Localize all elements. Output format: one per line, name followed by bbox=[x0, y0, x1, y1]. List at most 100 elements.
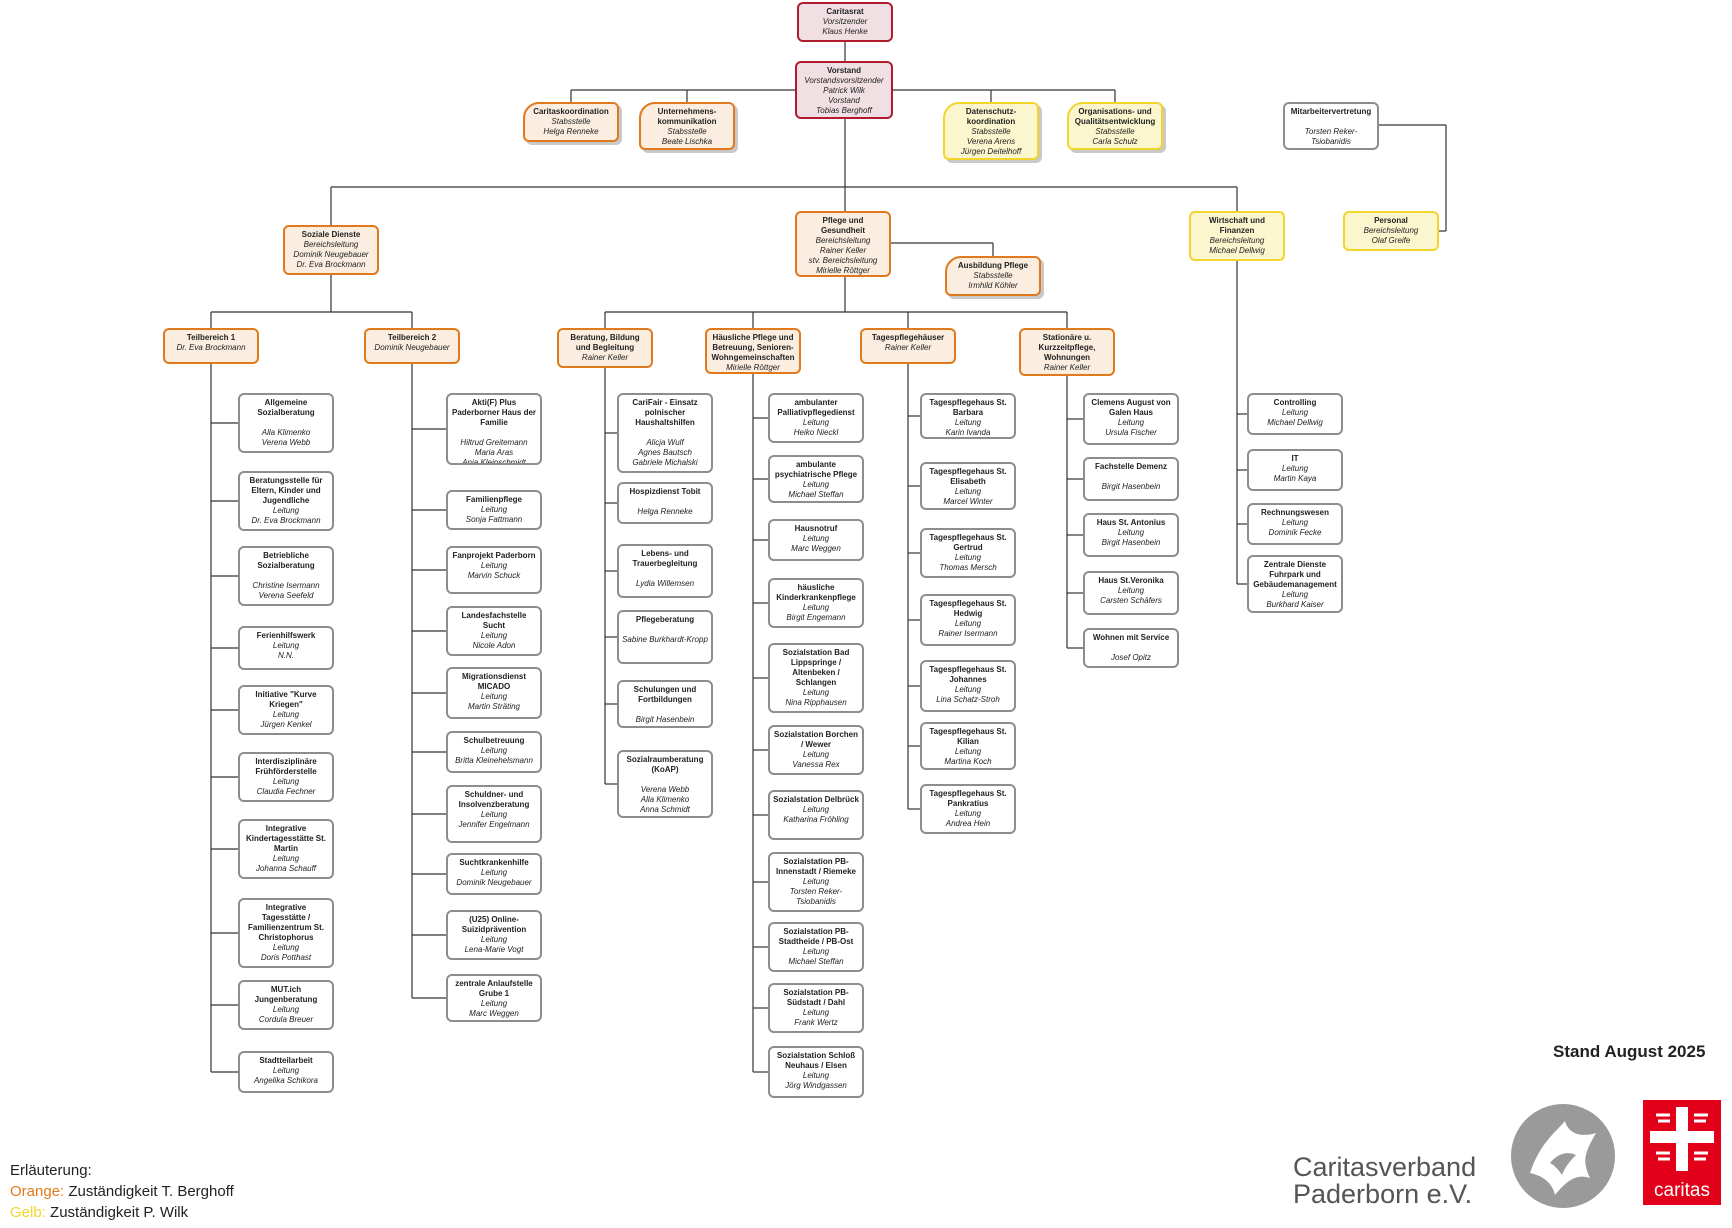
node-title: Clemens August von Galen Haus bbox=[1091, 398, 1171, 417]
node-detail: Birgit Hasenbein bbox=[635, 715, 695, 724]
node-detail: Leitung bbox=[480, 505, 508, 514]
node-detail: Leitung bbox=[802, 750, 830, 759]
node-detail: Leitung bbox=[802, 877, 830, 886]
node-title: Tagespflegehaus St. Barbara bbox=[929, 398, 1007, 417]
node-detail: Stabsstelle bbox=[551, 117, 591, 126]
node-detail: Jürgen Kenkel bbox=[260, 720, 312, 729]
node-detail: Vorstand bbox=[828, 96, 860, 105]
node-detail: Nina Ripphausen bbox=[785, 698, 847, 707]
node-detail: Leitung bbox=[802, 534, 830, 543]
node-title: Sozialstation Delbrück bbox=[773, 795, 859, 804]
node-title: Tagespflegehaus St. Johannes bbox=[929, 665, 1007, 684]
node-detail: Alla Klimenko bbox=[640, 795, 690, 804]
node-detail: Andrea Hein bbox=[945, 819, 991, 828]
node-detail: Verena Webb bbox=[261, 438, 311, 447]
node-title: Wirtschaft und Finanzen bbox=[1209, 216, 1265, 235]
node-detail: Leitung bbox=[480, 810, 508, 819]
node-title: Tagespflegehaus St. Hedwig bbox=[929, 599, 1007, 618]
node-detail: Leitung bbox=[272, 943, 300, 952]
item-zentrale-dienste-fuhrpark-und-gebäudemanagement: Zentrale Dienste Fuhrpark und Gebäudeman… bbox=[1247, 555, 1343, 613]
node-detail: Leitung bbox=[272, 854, 300, 863]
node-spacer bbox=[622, 569, 708, 579]
node-title: Pflege und Gesundheit bbox=[820, 216, 865, 235]
node-detail: Beate Lischka bbox=[661, 137, 713, 146]
node-title: Unternehmens-kommunikation bbox=[657, 107, 717, 126]
node-detail: Karin Ivanda bbox=[945, 428, 991, 437]
node-detail: Leitung bbox=[802, 688, 830, 697]
node-detail: Dr. Eva Brockmann bbox=[251, 516, 321, 525]
node-title: Ferienhilfswerk bbox=[256, 631, 316, 640]
caritas-logo: caritas bbox=[1643, 1100, 1721, 1205]
node-detail: Leitung bbox=[272, 777, 300, 786]
stand-date: Stand August 2025 bbox=[1553, 1042, 1706, 1061]
node-title: Sozialstation PB-Stadtheide / PB-Ost bbox=[778, 927, 854, 946]
node-detail: Jennifer Engelmann bbox=[458, 820, 530, 829]
node-title: Controlling bbox=[1273, 398, 1317, 407]
node-title: Teilbereich 1 bbox=[186, 333, 236, 342]
node-detail: Leitung bbox=[1281, 408, 1309, 417]
node-detail: Rainer Keller bbox=[819, 246, 867, 255]
haeusliche-pflege-box: Häusliche Pflege und Betreuung, Senioren… bbox=[705, 328, 801, 374]
node-detail: Leitung bbox=[954, 553, 982, 562]
node-title: Datenschutz-koordination bbox=[965, 107, 1017, 126]
legend-orange-label: Orange: bbox=[10, 1183, 65, 1200]
node-spacer bbox=[622, 775, 708, 785]
node-detail: Lydia Willemsen bbox=[635, 579, 695, 588]
node-detail: Anja Kleinschmidt bbox=[462, 458, 526, 465]
node-detail: Leitung bbox=[480, 631, 508, 640]
node-title: Stadtteilarbeit bbox=[259, 1056, 313, 1065]
node-detail: Vorsitzender bbox=[822, 17, 868, 26]
node-detail: Leitung bbox=[480, 561, 508, 570]
node-detail: Dominik Fecke bbox=[1268, 528, 1322, 537]
node-detail: Sabine Burkhardt-Kropp bbox=[622, 635, 708, 644]
node-title: Schulungen und Fortbildungen bbox=[633, 685, 697, 704]
node-title: Ausbildung Pflege bbox=[957, 261, 1029, 270]
node-title: Akti(F) Plus Paderborner Haus der Famili… bbox=[451, 398, 537, 427]
node-detail: Michael Dellwig bbox=[1267, 418, 1323, 427]
node-detail: Leitung bbox=[802, 480, 830, 489]
node-detail: Marcel Winter bbox=[943, 497, 993, 506]
brand-name: Caritasverband Paderborn e.V. bbox=[1293, 1154, 1476, 1208]
node-detail: Hiltrud Greitemann bbox=[460, 438, 528, 447]
legend-yellow: Gelb: Zuständigkeit P. Wilk bbox=[10, 1202, 234, 1223]
node-detail: Jörg Windgassen bbox=[785, 1081, 847, 1090]
item-carifair-einsatz-polnischer-haushaltshilfen: CariFair - Einsatz polnischer Haushaltsh… bbox=[617, 393, 713, 473]
node-title: Hausnotruf bbox=[794, 524, 838, 533]
node-detail: Leitung bbox=[272, 1005, 300, 1014]
node-title: Vorstand bbox=[826, 66, 862, 75]
node-detail: Rainer Keller bbox=[1043, 363, 1091, 372]
node-detail: Leitung bbox=[1117, 586, 1145, 595]
node-title: ambulante psychiatrische Pflege bbox=[774, 460, 858, 479]
legend-title: Erläuterung: bbox=[10, 1162, 92, 1179]
node-detail: Leitung bbox=[1117, 528, 1145, 537]
item-akti-f-plus-paderborner-haus-der-familie: Akti(F) Plus Paderborner Haus der Famili… bbox=[446, 393, 542, 465]
node-title: (U25) Online-Suizidprävention bbox=[461, 915, 527, 934]
node-title: Sozialstation PB-Innenstadt / Riemeke bbox=[775, 857, 857, 876]
item-integrative-kindertagesstätte-st-martin: Integrative Kindertagesstätte St. Martin… bbox=[238, 819, 334, 879]
node-detail: Birgit Hasenbein bbox=[1101, 482, 1161, 491]
node-title: Integrative Kindertagesstätte St. Martin bbox=[245, 824, 327, 853]
